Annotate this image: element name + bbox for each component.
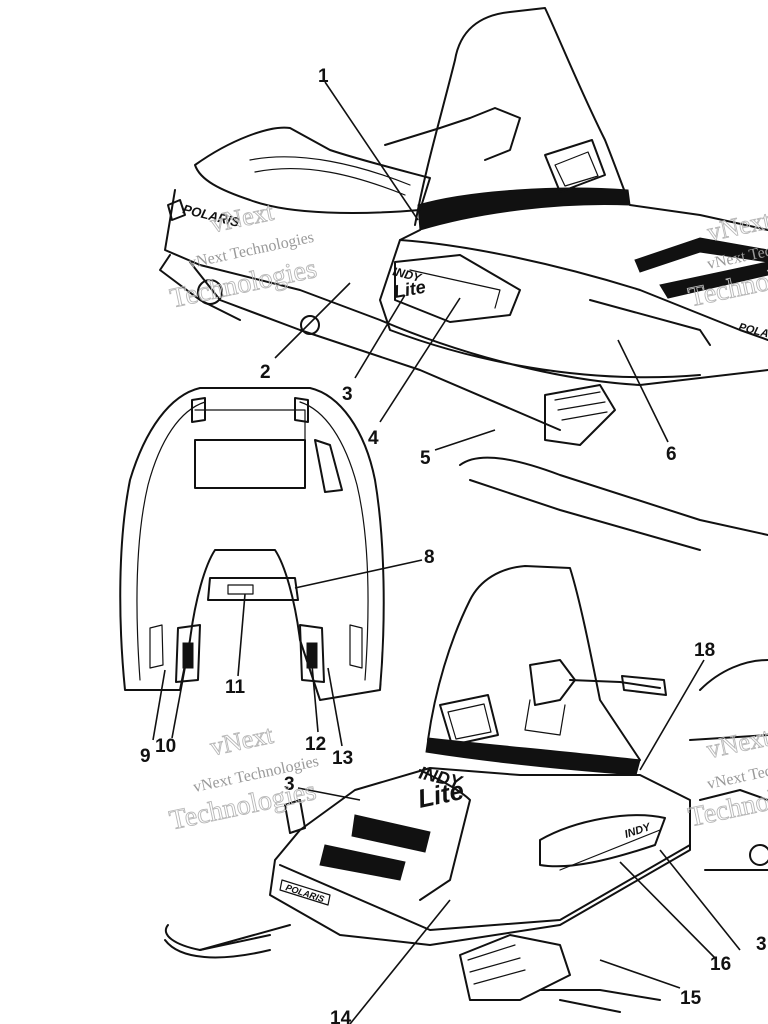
svg-text:vNext: vNext (207, 720, 276, 762)
callout-11: 11 (225, 677, 246, 698)
hood-view (119, 387, 385, 701)
callout-13: 13 (332, 748, 353, 769)
top-track (189, 261, 561, 431)
callout-16: 16 (710, 954, 731, 975)
bottom-right-ski (459, 934, 571, 1001)
callout-3-middle: 3 (284, 774, 295, 795)
top-instrument-pod (544, 139, 606, 193)
callout-12: 12 (305, 734, 326, 755)
svg-text:vNext: vNext (704, 722, 768, 764)
polaris-decal-bumper: POLARIS (284, 882, 325, 904)
top-hood-vent (634, 237, 768, 273)
polaris-decal-hood: POLARIS (737, 321, 768, 345)
callout-5: 5 (420, 448, 431, 469)
callout-3-top: 3 (342, 384, 353, 405)
callout-9: 9 (140, 746, 151, 767)
top-ski (459, 456, 768, 551)
bottom-side-graphic (539, 814, 666, 868)
callout-18: 18 (694, 640, 715, 661)
svg-text:vNext: vNext (208, 197, 277, 239)
top-side-graphic (394, 254, 521, 323)
top-windshield (414, 7, 629, 226)
top-body (164, 189, 768, 386)
lite-decal-top: Lite (392, 277, 427, 302)
top-rear-wheel (197, 279, 223, 305)
hood-decal-right (299, 624, 325, 683)
callout-14: 14 (330, 1008, 352, 1024)
callout-10: 10 (155, 736, 176, 757)
callout-4: 4 (368, 428, 379, 449)
leader-lines (152, 81, 741, 1024)
hood-vent (194, 439, 306, 489)
watermark-bottom-right: vNext Technologies vNext Technologies (685, 722, 768, 834)
watermark-middle: vNext Technologies vNext Technologies (166, 719, 320, 837)
watermarks: vNext Technologies vNext Technologies vN… (166, 196, 768, 837)
indy-decal-side: INDY (623, 821, 653, 841)
bottom-snowmobile (164, 565, 768, 1013)
callout-15: 15 (680, 988, 702, 1009)
callout-8: 8 (424, 547, 435, 568)
hood-decal-left (175, 624, 201, 683)
bottom-hood-vent (351, 814, 431, 853)
top-handlebar (384, 107, 521, 161)
top-seat (194, 126, 431, 214)
bottom-windshield (427, 565, 641, 761)
svg-text:vNext: vNext (705, 205, 768, 247)
hood-outline (119, 387, 385, 701)
watermark-top-left: vNext Technologies vNext Technologies (167, 196, 320, 315)
callout-numbers: 1 2 3 4 5 6 8 9 10 11 12 13 18 3 3 16 15… (140, 66, 767, 1024)
top-snowmobile (159, 7, 768, 551)
bottom-left-ski (164, 924, 271, 959)
callout-3-right: 3 (756, 934, 767, 955)
top-windshield-trim (417, 187, 631, 231)
callout-1: 1 (318, 66, 329, 87)
callout-6: 6 (666, 444, 677, 465)
callout-2: 2 (260, 362, 271, 383)
bottom-hood (269, 767, 691, 946)
indy-decal-top: INDY (391, 264, 423, 285)
hood-logo-plate (207, 577, 299, 601)
